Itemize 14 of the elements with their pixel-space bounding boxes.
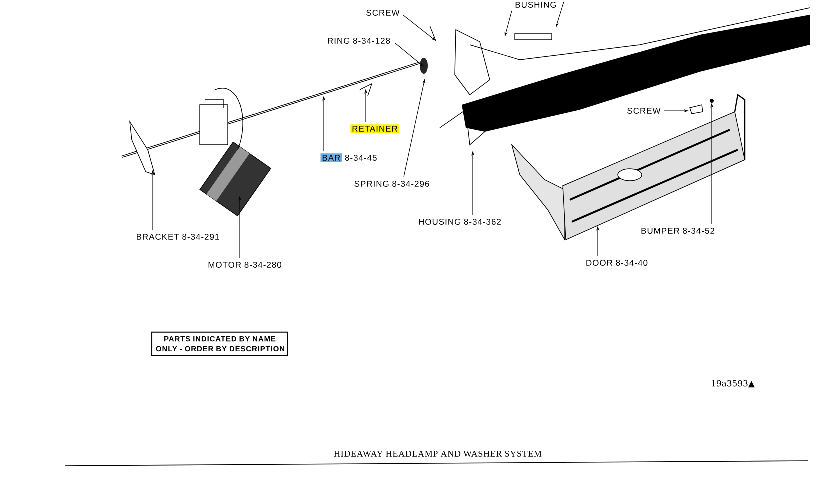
part-label: SPRING 8-34-296 <box>353 180 431 188</box>
part-label: RETAINER <box>350 124 400 134</box>
part-label: SCREW <box>626 107 662 115</box>
drawing-number: 19a3593▲ <box>712 380 755 388</box>
part-label: RING 8-34-128 <box>326 37 392 45</box>
part-label: DOOR 8-34-40 <box>585 259 650 267</box>
part-label: HOUSING 8-34-362 <box>418 218 502 226</box>
part-label: MOTOR 8-34-280 <box>207 261 283 269</box>
page-title: HIDEAWAY HEADLAMP AND WASHER SYSTEM <box>334 450 542 458</box>
part-label: BUSHING <box>514 1 558 9</box>
part-label: BRACKET 8-34-291 <box>135 233 221 241</box>
part-label: SCREW <box>365 9 401 17</box>
part-label: BUMPER 8-34-52 <box>640 227 716 235</box>
part-label: BAR 8-34-45 <box>320 152 378 164</box>
